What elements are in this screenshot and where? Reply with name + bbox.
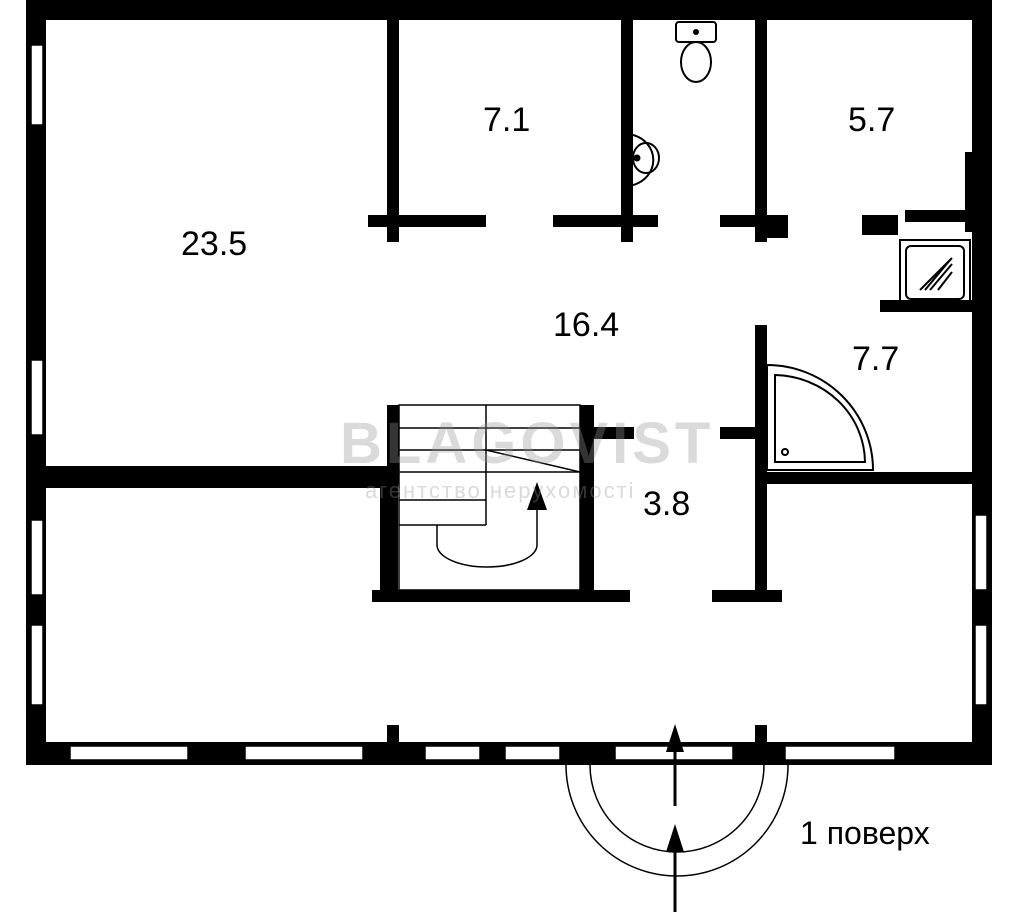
bathtub-icon <box>766 363 875 471</box>
room-area-23-5: 23.5 <box>181 225 248 263</box>
room-area-7-7: 7.7 <box>852 340 900 378</box>
sink-icon <box>632 134 660 186</box>
interior-walls <box>46 20 976 765</box>
entrance-arrow-icon <box>666 724 684 912</box>
shower-icon <box>899 239 971 306</box>
stairs-arrow-icon <box>527 482 547 510</box>
floor-label: 1 поверх <box>800 815 930 851</box>
room-area-5-7: 5.7 <box>848 101 896 139</box>
entrance-porch <box>565 764 789 877</box>
toilet-icon <box>675 21 717 83</box>
room-area-3-8: 3.8 <box>643 485 691 523</box>
windows <box>30 44 988 761</box>
room-area-7-1: 7.1 <box>483 101 531 139</box>
stairs <box>398 404 581 591</box>
watermark-brand: BLAGOVIST <box>340 411 715 476</box>
room-area-16-4: 16.4 <box>553 306 620 344</box>
watermark-tagline: агентство нерухомості <box>365 478 636 503</box>
